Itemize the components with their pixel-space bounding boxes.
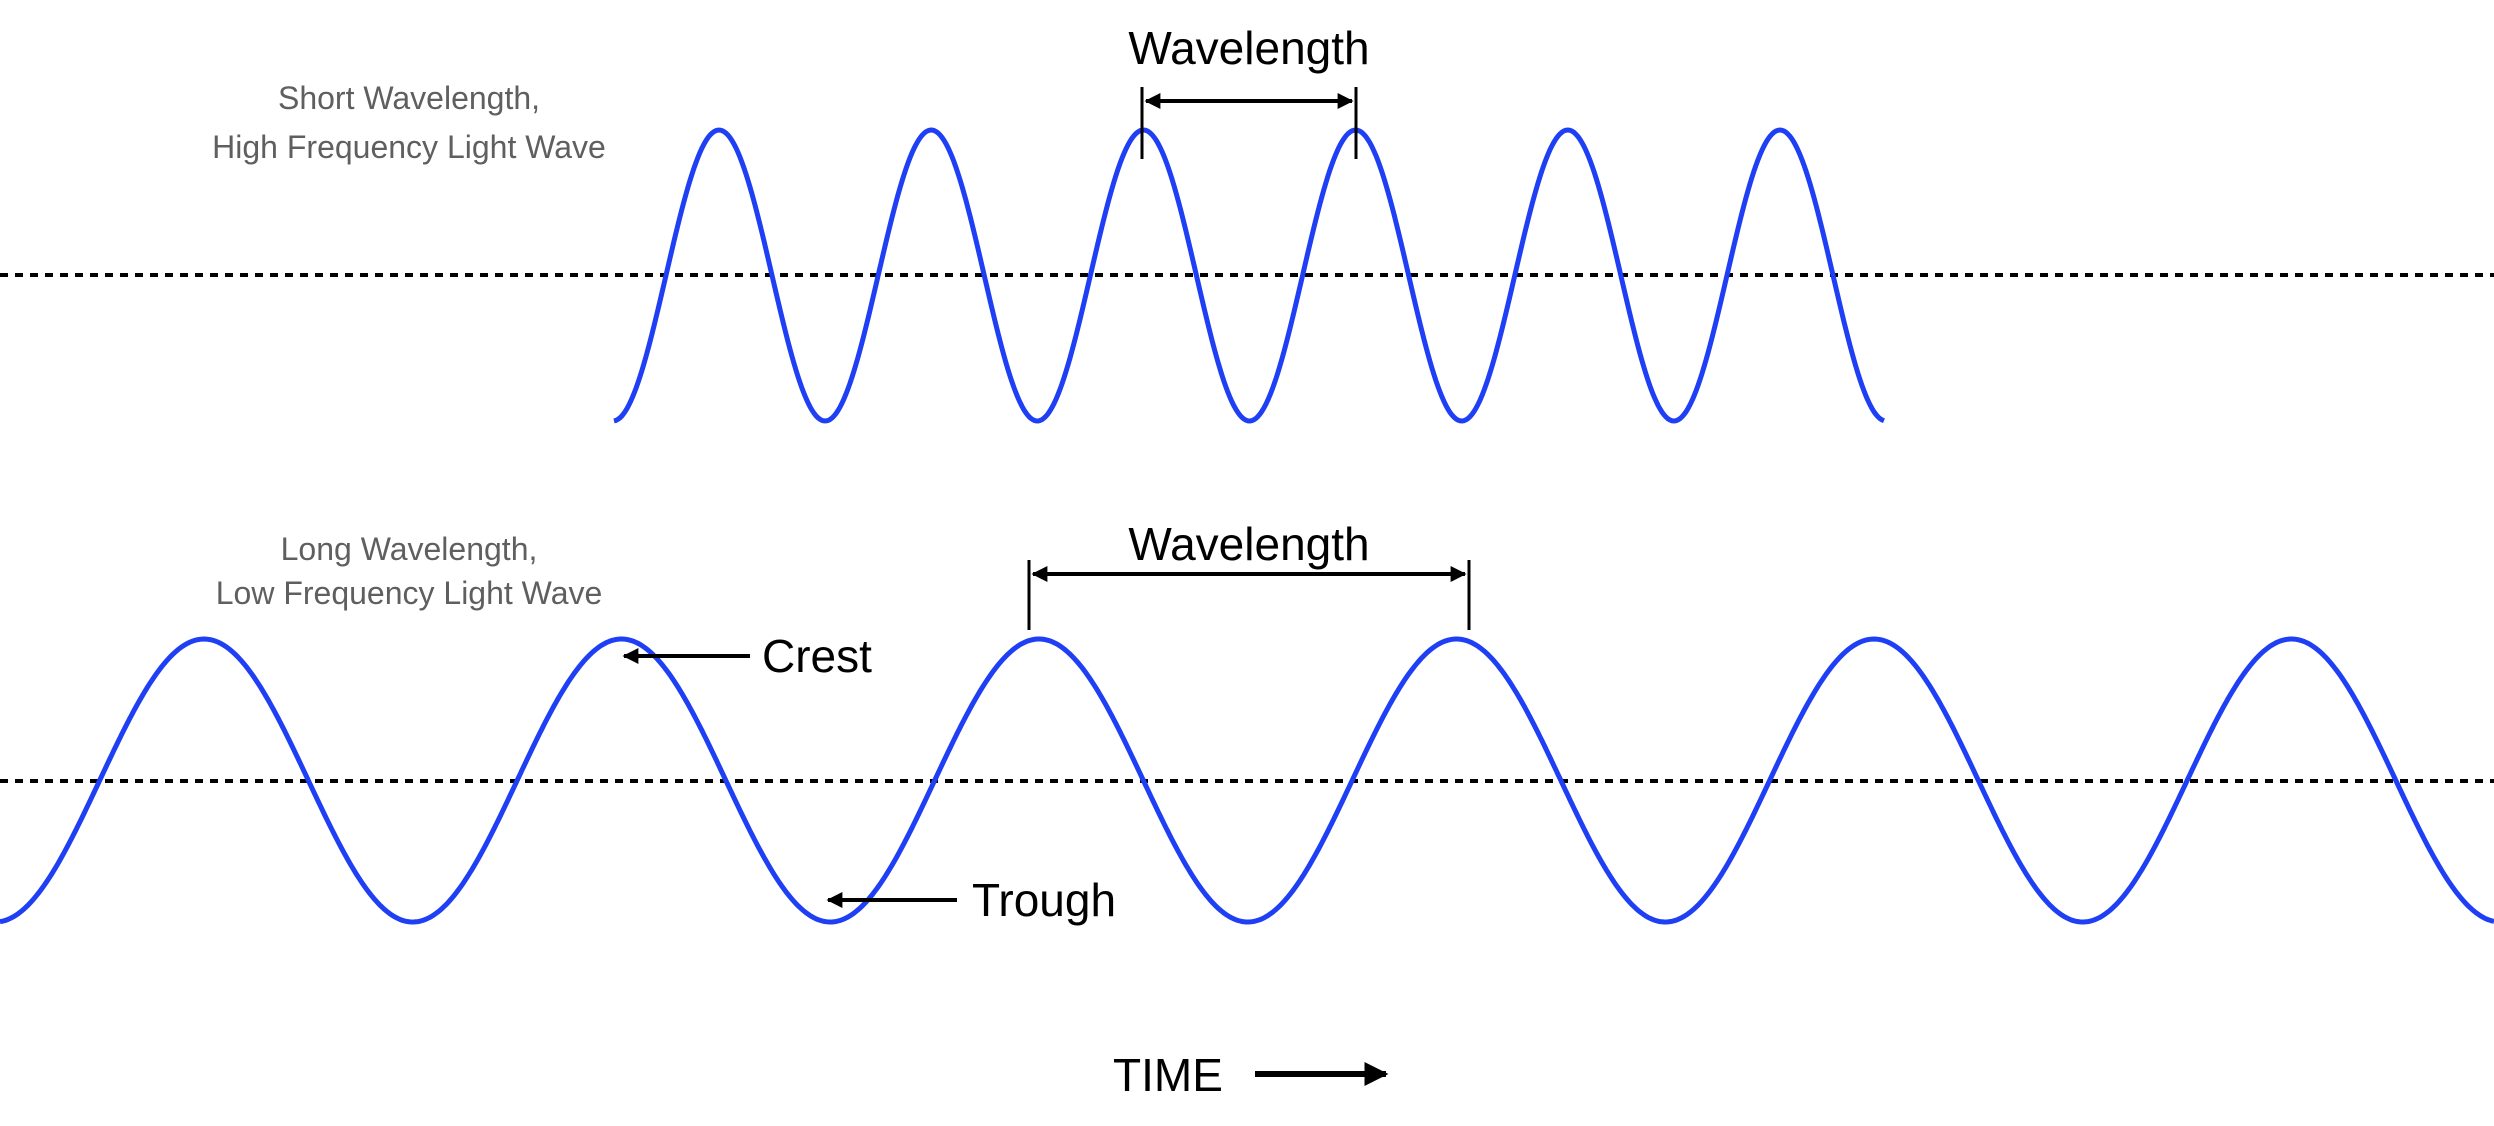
long-wave-curve bbox=[0, 636, 2494, 925]
time-axis-label: TIME bbox=[1113, 1049, 1223, 1101]
crest-label: Crest bbox=[762, 630, 872, 682]
short-wave-curve bbox=[613, 127, 1885, 424]
short-wavelength-label: Wavelength bbox=[1128, 22, 1369, 74]
long-wavelength-label: Wavelength bbox=[1128, 518, 1369, 570]
short-wave-caption-line2: High Frequency Light Wave bbox=[212, 129, 606, 165]
long-wave-caption-line1: Long Wavelength, bbox=[281, 531, 538, 567]
long-wave-caption-line2: Low Frequency Light Wave bbox=[216, 575, 603, 611]
trough-label: Trough bbox=[972, 874, 1116, 926]
short-wave-caption-line1: Short Wavelength, bbox=[278, 80, 540, 116]
